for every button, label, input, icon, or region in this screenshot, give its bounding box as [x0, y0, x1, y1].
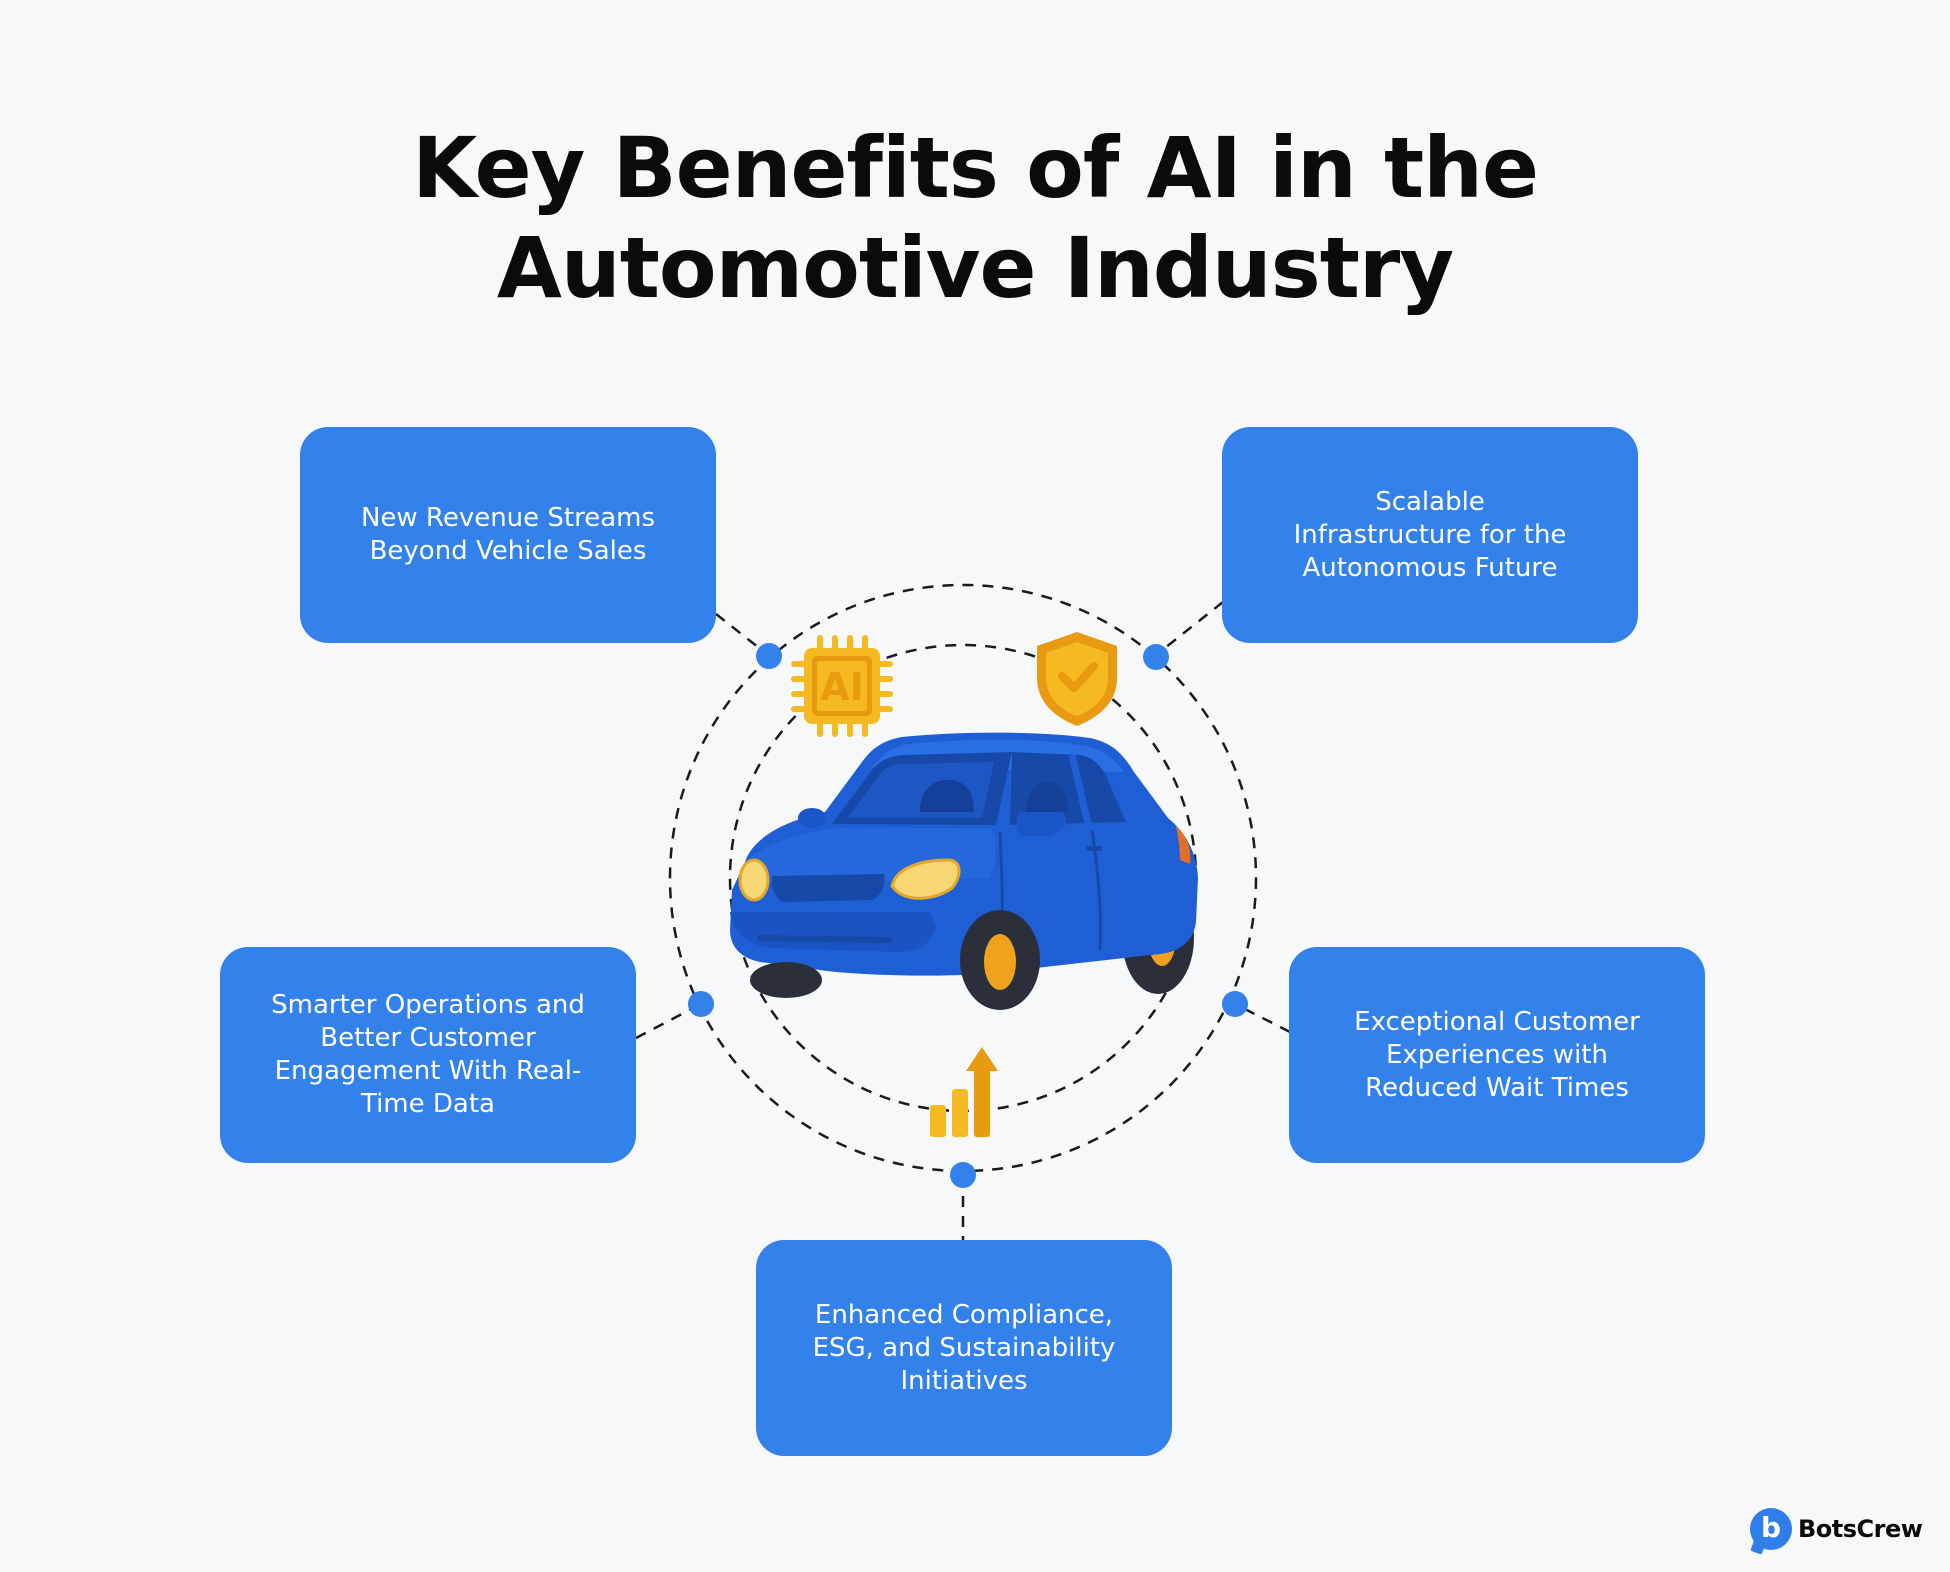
benefit-text-revenue: New Revenue Streams Beyond Vehicle Sales [360, 503, 656, 566]
benefit-text-operations: Smarter Operations and Better Customer E… [271, 990, 585, 1119]
dot-revenue [756, 643, 782, 669]
brand-name: BotsCrew [1798, 1515, 1923, 1543]
page-title: Key Benefits of AI in the Automotive Ind… [0, 118, 1950, 318]
dot-infrastructure [1143, 644, 1169, 670]
benefit-text-infrastructure: Scalable Infrastructure for the Autonomo… [1293, 486, 1567, 583]
shield-check-icon [1037, 632, 1117, 726]
benefit-card-revenue: New Revenue Streams Beyond Vehicle Sales [300, 427, 716, 643]
benefit-card-experience: Exceptional Customer Experiences with Re… [1289, 947, 1705, 1163]
benefit-text-experience: Exceptional Customer Experiences with Re… [1354, 1006, 1640, 1103]
car-icon [730, 732, 1198, 1010]
title-line-2: Automotive Industry [496, 219, 1454, 317]
dot-operations [688, 991, 714, 1017]
dot-experience [1222, 991, 1248, 1017]
brand-logo-mark: b [1750, 1508, 1792, 1550]
connector-infrastructure [1155, 601, 1224, 656]
benefit-card-operations: Smarter Operations and Better Customer E… [220, 947, 636, 1163]
benefit-card-infrastructure: Scalable Infrastructure for the Autonomo… [1222, 427, 1638, 643]
ai-chip-icon: AI [791, 635, 893, 737]
dot-compliance [950, 1162, 976, 1188]
benefit-text-compliance: Enhanced Compliance, ESG, and Sustainabi… [812, 1299, 1116, 1396]
brand-logo: b BotsCrew [1750, 1508, 1923, 1550]
growth-chart-icon [930, 1047, 998, 1137]
connector-dots [688, 643, 1248, 1188]
title-line-1: Key Benefits of AI in the [412, 119, 1539, 217]
benefit-card-compliance: Enhanced Compliance, ESG, and Sustainabi… [756, 1240, 1172, 1456]
connector-experience [1234, 1002, 1291, 1034]
ai-chip-label: AI [820, 665, 864, 709]
